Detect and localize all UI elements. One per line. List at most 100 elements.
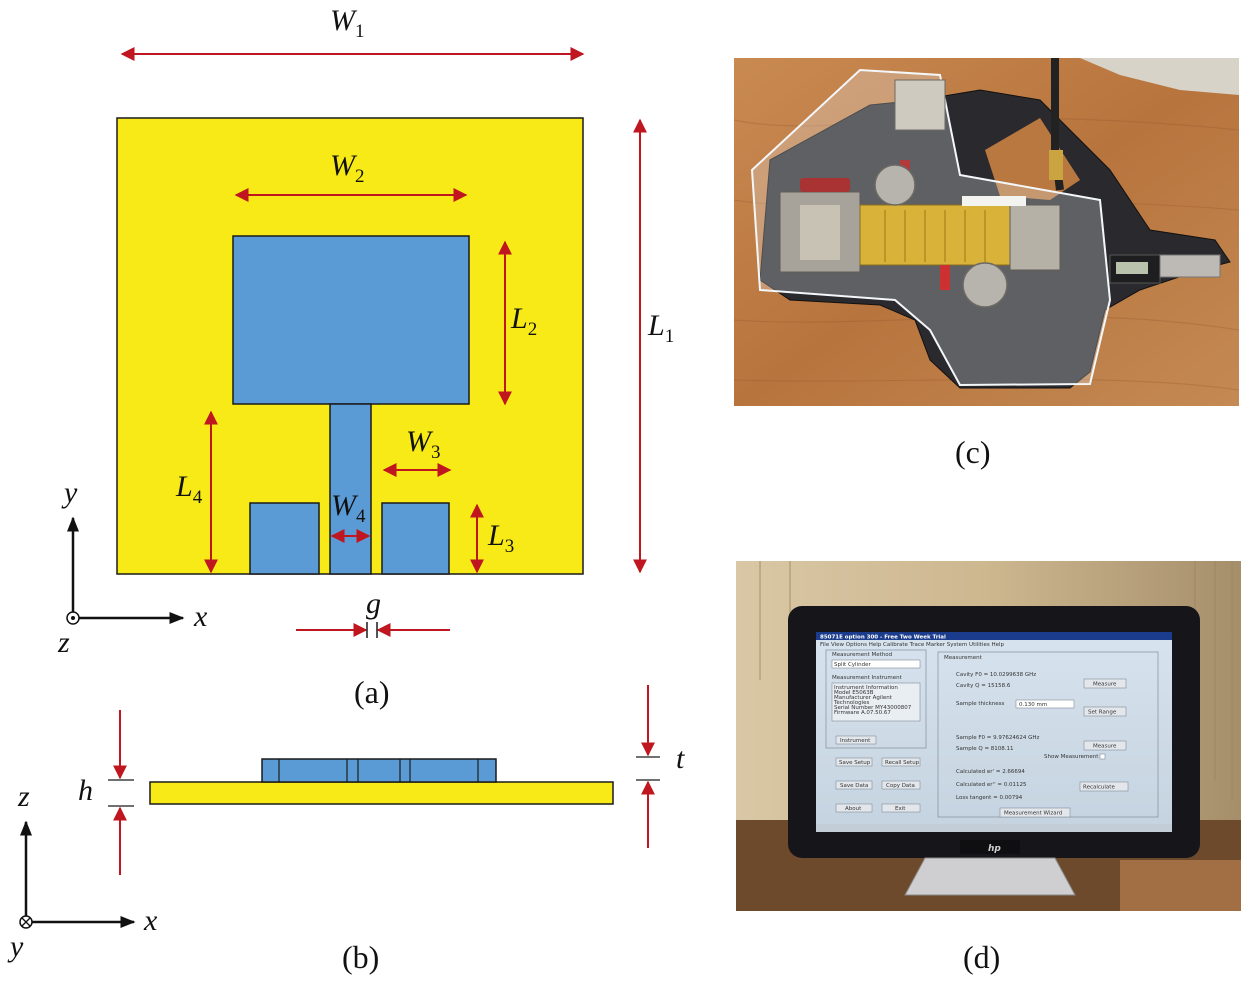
- axis-label-z: z: [57, 626, 70, 659]
- svg-text:Serial Number MY43000807: Serial Number MY43000807: [834, 705, 912, 711]
- method-label: Measurement Method: [832, 652, 892, 658]
- desk-box: [1120, 860, 1241, 911]
- recall-setup-button[interactable]: [881, 757, 921, 767]
- right-clamp: [1009, 204, 1061, 271]
- axis-label-x-b: x: [143, 904, 158, 937]
- caption-c: (c): [955, 434, 991, 470]
- micrometer-barrel: [1159, 254, 1221, 278]
- ground-stub-right: [381, 502, 450, 575]
- about-button[interactable]: [835, 803, 873, 813]
- thickness-value: 0.130 mm: [1019, 702, 1047, 708]
- knob-top: [874, 164, 916, 206]
- loss-tangent: Loss tangent = 0.00794: [956, 795, 1023, 801]
- show-measurement-checkbox[interactable]: [1099, 753, 1106, 760]
- sample-thickness-label: Sample thickness: [956, 701, 1004, 707]
- svg-text:Model E5063B: Model E5063B: [834, 690, 874, 696]
- label-h: h: [78, 774, 93, 807]
- set-range-label: Set Range: [1088, 710, 1117, 716]
- calc-er-real: Calculated er' = 2.66694: [956, 769, 1025, 775]
- wizard-button[interactable]: [999, 807, 1071, 818]
- axis-y-cross: [21, 917, 31, 927]
- monitor-stand: [904, 857, 1076, 896]
- panel-b: h t z x y (b): [7, 685, 685, 975]
- knob-bottom: [962, 262, 1008, 308]
- label-g: g: [366, 587, 381, 620]
- calc-er-imag: Calculated er'' = 0.01125: [956, 782, 1027, 788]
- connector: [1049, 150, 1063, 180]
- label-l4: L4: [175, 470, 203, 508]
- label-l3: L3: [487, 519, 514, 557]
- exit-label: Exit: [895, 806, 906, 812]
- substrate-side-view: [149, 781, 614, 805]
- recalculate-label: Recalculate: [1083, 785, 1115, 791]
- red-marker: [940, 265, 950, 290]
- method-value: Split Cylinder: [834, 662, 871, 668]
- instrument-button-label: Instrument: [840, 738, 871, 744]
- svg-text:Instrument Information: Instrument Information: [834, 685, 898, 691]
- save-data-button[interactable]: [835, 780, 873, 790]
- method-select[interactable]: [831, 659, 921, 669]
- cavity-ribs: [884, 210, 986, 262]
- about-label: About: [845, 806, 862, 812]
- cavity-f0: Cavity F0 = 10.0299638 GHz: [956, 672, 1036, 678]
- brand-logo: hp: [988, 844, 1001, 854]
- app-menu: File View Options Help Calibrate Trace M…: [820, 642, 1005, 648]
- wizard-label: Measurement Wizard: [1004, 811, 1062, 817]
- measure-button-2-label: Measure: [1093, 744, 1117, 750]
- axis-label-x: x: [193, 600, 208, 633]
- cavity-body: [859, 204, 1011, 266]
- app-title: 85071E option 300 - Free Two Week Trial: [820, 635, 946, 641]
- measurement-label: Measurement: [944, 655, 983, 661]
- label-l1: L1: [647, 309, 674, 347]
- save-setup-label: Save Setup: [839, 760, 871, 766]
- spring: [800, 178, 850, 192]
- patch-side-view: [261, 758, 497, 783]
- svg-text:Firmware A.07.50.67: Firmware A.07.50.67: [834, 710, 891, 716]
- copy-data-button[interactable]: [881, 780, 921, 790]
- top-bracket: [894, 79, 946, 131]
- measure-button-1-label: Measure: [1093, 682, 1117, 688]
- recall-setup-label: Recall Setup: [885, 760, 920, 766]
- sticker: [962, 196, 1026, 206]
- label-t: t: [676, 742, 685, 775]
- axis-z-dot: [71, 616, 75, 620]
- recalculate-button[interactable]: [1079, 781, 1129, 792]
- monitor-chin: [960, 840, 1020, 854]
- background-object: [1080, 58, 1239, 95]
- show-measurement-label: Show Measurement: [1044, 754, 1099, 760]
- app-title-bar: [816, 632, 1172, 640]
- axis-label-y-b: y: [7, 930, 24, 963]
- set-range-button[interactable]: [1083, 706, 1127, 717]
- axis-label-y: y: [61, 476, 78, 509]
- thickness-input[interactable]: [1015, 699, 1075, 709]
- save-data-label: Save Data: [840, 783, 868, 789]
- micrometer-display: [1116, 262, 1148, 274]
- label-w3: W3: [406, 425, 441, 463]
- panel-c: (c): [733, 58, 1240, 470]
- label-w1: W1: [330, 4, 365, 42]
- caption-b: (b): [342, 939, 379, 975]
- label-w4: W4: [331, 489, 366, 527]
- panel-d: hp 85071E option 300 - Free Two Week Tri…: [736, 561, 1241, 975]
- label-l2: L2: [510, 302, 537, 340]
- radiating-patch: [232, 235, 470, 405]
- caption-a: (a): [354, 674, 390, 710]
- save-setup-button[interactable]: [835, 757, 873, 767]
- label-w2: W2: [330, 149, 365, 187]
- svg-text:Manufacturer Agilent: Manufacturer Agilent: [834, 695, 893, 701]
- instrument-button[interactable]: [835, 735, 877, 745]
- measure-button-2[interactable]: [1083, 740, 1127, 751]
- sample-q: Sample Q = 8108.11: [956, 746, 1014, 752]
- panel-a: W1 W2 L1 L2 L4 W3 W4 L3 g y x: [57, 4, 674, 710]
- status-bar: [816, 824, 1172, 832]
- sample-f0: Sample F0 = 9.97624624 GHz: [956, 735, 1040, 741]
- instrument-info-box: [831, 682, 921, 722]
- ground-stub-left: [249, 502, 320, 575]
- axis-label-z-b: z: [17, 780, 30, 813]
- feed-line: [329, 403, 372, 575]
- exit-button[interactable]: [881, 803, 921, 813]
- measure-button-1[interactable]: [1083, 678, 1127, 689]
- cavity-q: Cavity Q = 15158.6: [956, 683, 1011, 689]
- copy-data-label: Copy Data: [886, 783, 915, 789]
- left-groupbox: [825, 649, 927, 749]
